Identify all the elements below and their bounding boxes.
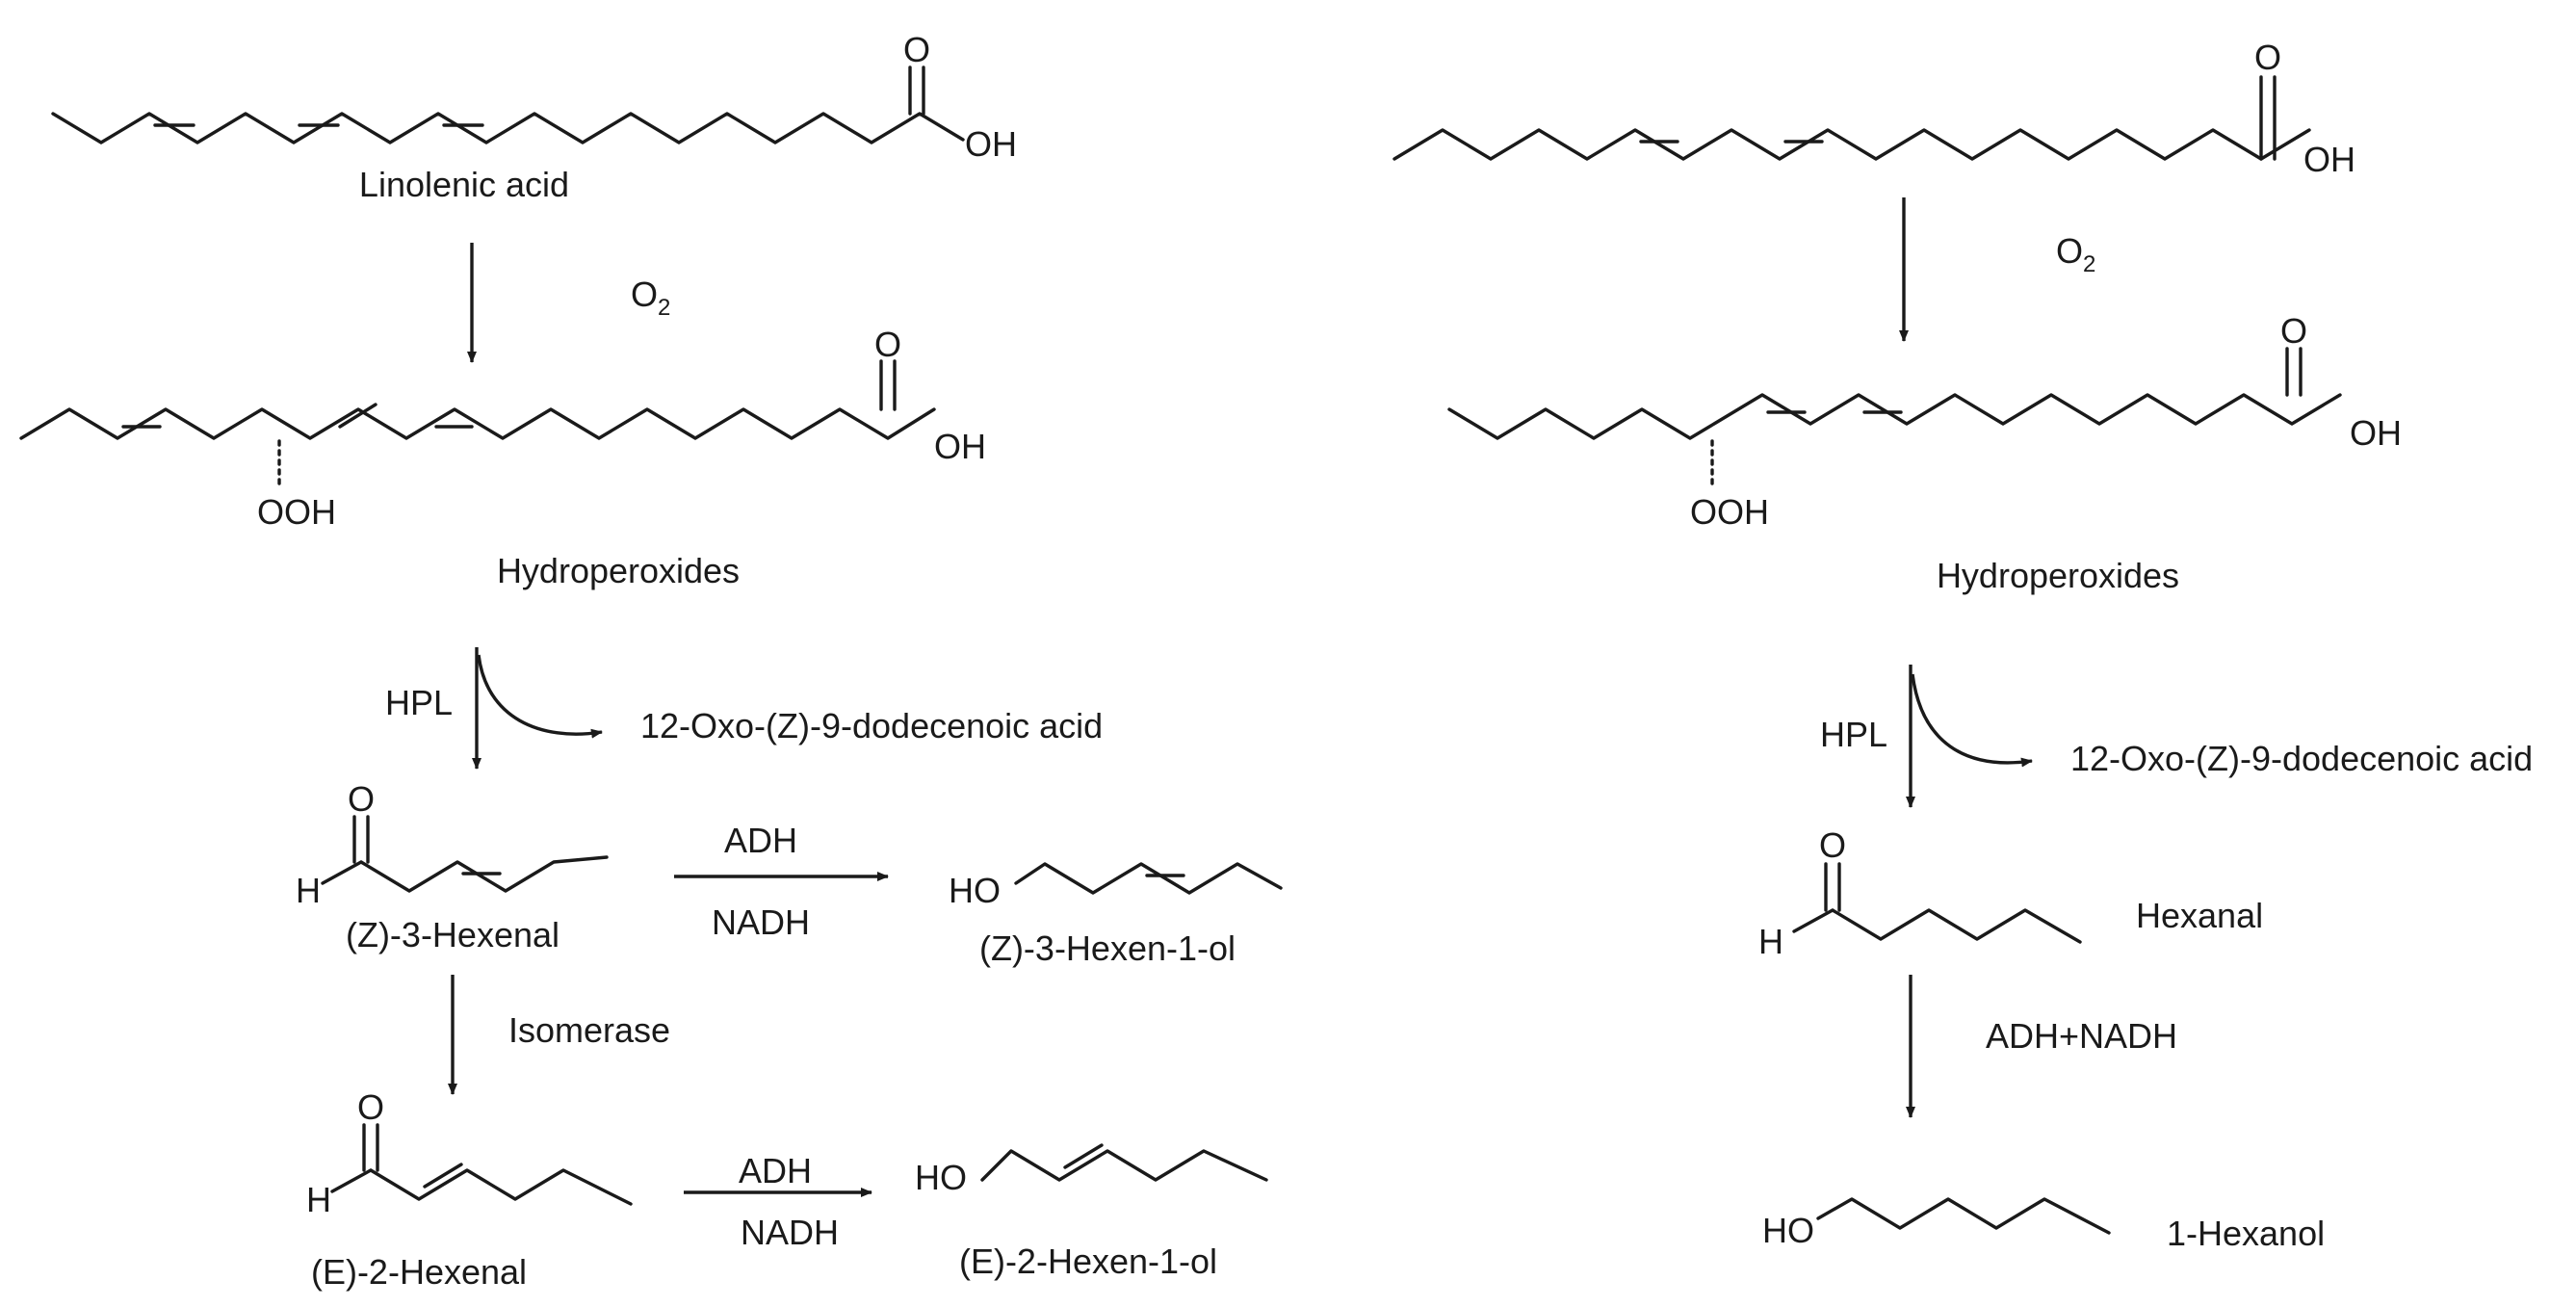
e2-hexenal-label: (E)-2-Hexenal	[311, 1252, 527, 1292]
side-product-arrow-left	[477, 654, 603, 739]
carbonyl-oxygen-label: O	[874, 325, 901, 364]
carbonyl-oxygen-label: O	[357, 1087, 384, 1127]
hydroxyl-label: HO	[949, 871, 1001, 910]
adh-nadh-label: ADH+NADH	[1986, 1016, 2177, 1056]
aldehyde-h-label: H	[296, 871, 321, 910]
nadh-label-top: NADH	[712, 902, 810, 942]
hydroxyl-label: OH	[965, 124, 1017, 164]
hexanal-label: Hexanal	[2136, 896, 2263, 935]
carbonyl-oxygen-label: O	[2280, 311, 2307, 351]
z3-hexenol-structure: HO	[949, 862, 1283, 910]
hydroxyl-label: OH	[2350, 413, 2402, 453]
hydroxyl-label: HO	[1762, 1211, 1814, 1250]
carbonyl-oxygen-label: O	[903, 30, 930, 69]
isomerase-label: Isomerase	[508, 1010, 670, 1050]
hydroxyl-label: OH	[934, 427, 986, 466]
hydroperoxide-structure-left: O OH OOH	[19, 325, 986, 532]
hydroperoxy-label: OOH	[1690, 492, 1769, 532]
adh-label-top: ADH	[724, 821, 797, 860]
linolenic-acid-label: Linolenic acid	[359, 165, 569, 204]
z3-hexenal-label: (Z)-3-Hexenal	[346, 915, 559, 954]
hydroxyl-label: OH	[2303, 140, 2355, 179]
e2-hexenal-structure: O H	[306, 1087, 633, 1219]
o2-label-right: O2	[2056, 231, 2095, 277]
carbonyl-oxygen-label: O	[348, 779, 375, 819]
hexanol-structure: HO	[1762, 1197, 2111, 1250]
hexanal-structure: O H	[1758, 825, 2082, 961]
carbonyl-oxygen-label: O	[1819, 825, 1846, 865]
side-product-label-right: 12-Oxo-(Z)-9-dodecenoic acid	[2070, 739, 2533, 778]
hydroxyl-label: HO	[915, 1158, 967, 1197]
hydroperoxy-label: OOH	[257, 492, 336, 532]
nadh-label-bottom: NADH	[741, 1213, 839, 1252]
aldehyde-h-label: H	[1758, 922, 1783, 961]
aldehyde-h-label: H	[306, 1180, 331, 1219]
e2-hexenol-label: (E)-2-Hexen-1-ol	[959, 1242, 1217, 1281]
hexanol-label: 1-Hexanol	[2167, 1214, 2325, 1253]
hydroperoxides-label-left: Hydroperoxides	[497, 551, 740, 590]
z3-hexenol-label: (Z)-3-Hexen-1-ol	[979, 928, 1236, 968]
carbonyl-oxygen-label: O	[2254, 38, 2281, 77]
side-product-arrow-right	[1911, 673, 2033, 768]
hpl-label-right: HPL	[1820, 715, 1887, 754]
o2-label-left: O2	[631, 274, 670, 321]
linoleic-acid-structure: O OH	[1392, 38, 2355, 179]
side-product-label-left: 12-Oxo-(Z)-9-dodecenoic acid	[640, 706, 1103, 745]
hydroperoxide-structure-right: O OH OOH	[1447, 311, 2402, 532]
linolenic-acid-structure: O OH	[51, 30, 1017, 164]
adh-label-bottom: ADH	[739, 1151, 812, 1190]
hpl-label-left: HPL	[385, 683, 453, 722]
hydroperoxides-label-right: Hydroperoxides	[1937, 556, 2179, 595]
e2-hexenol-structure: HO	[915, 1143, 1268, 1197]
z3-hexenal-structure: O H	[296, 779, 609, 910]
